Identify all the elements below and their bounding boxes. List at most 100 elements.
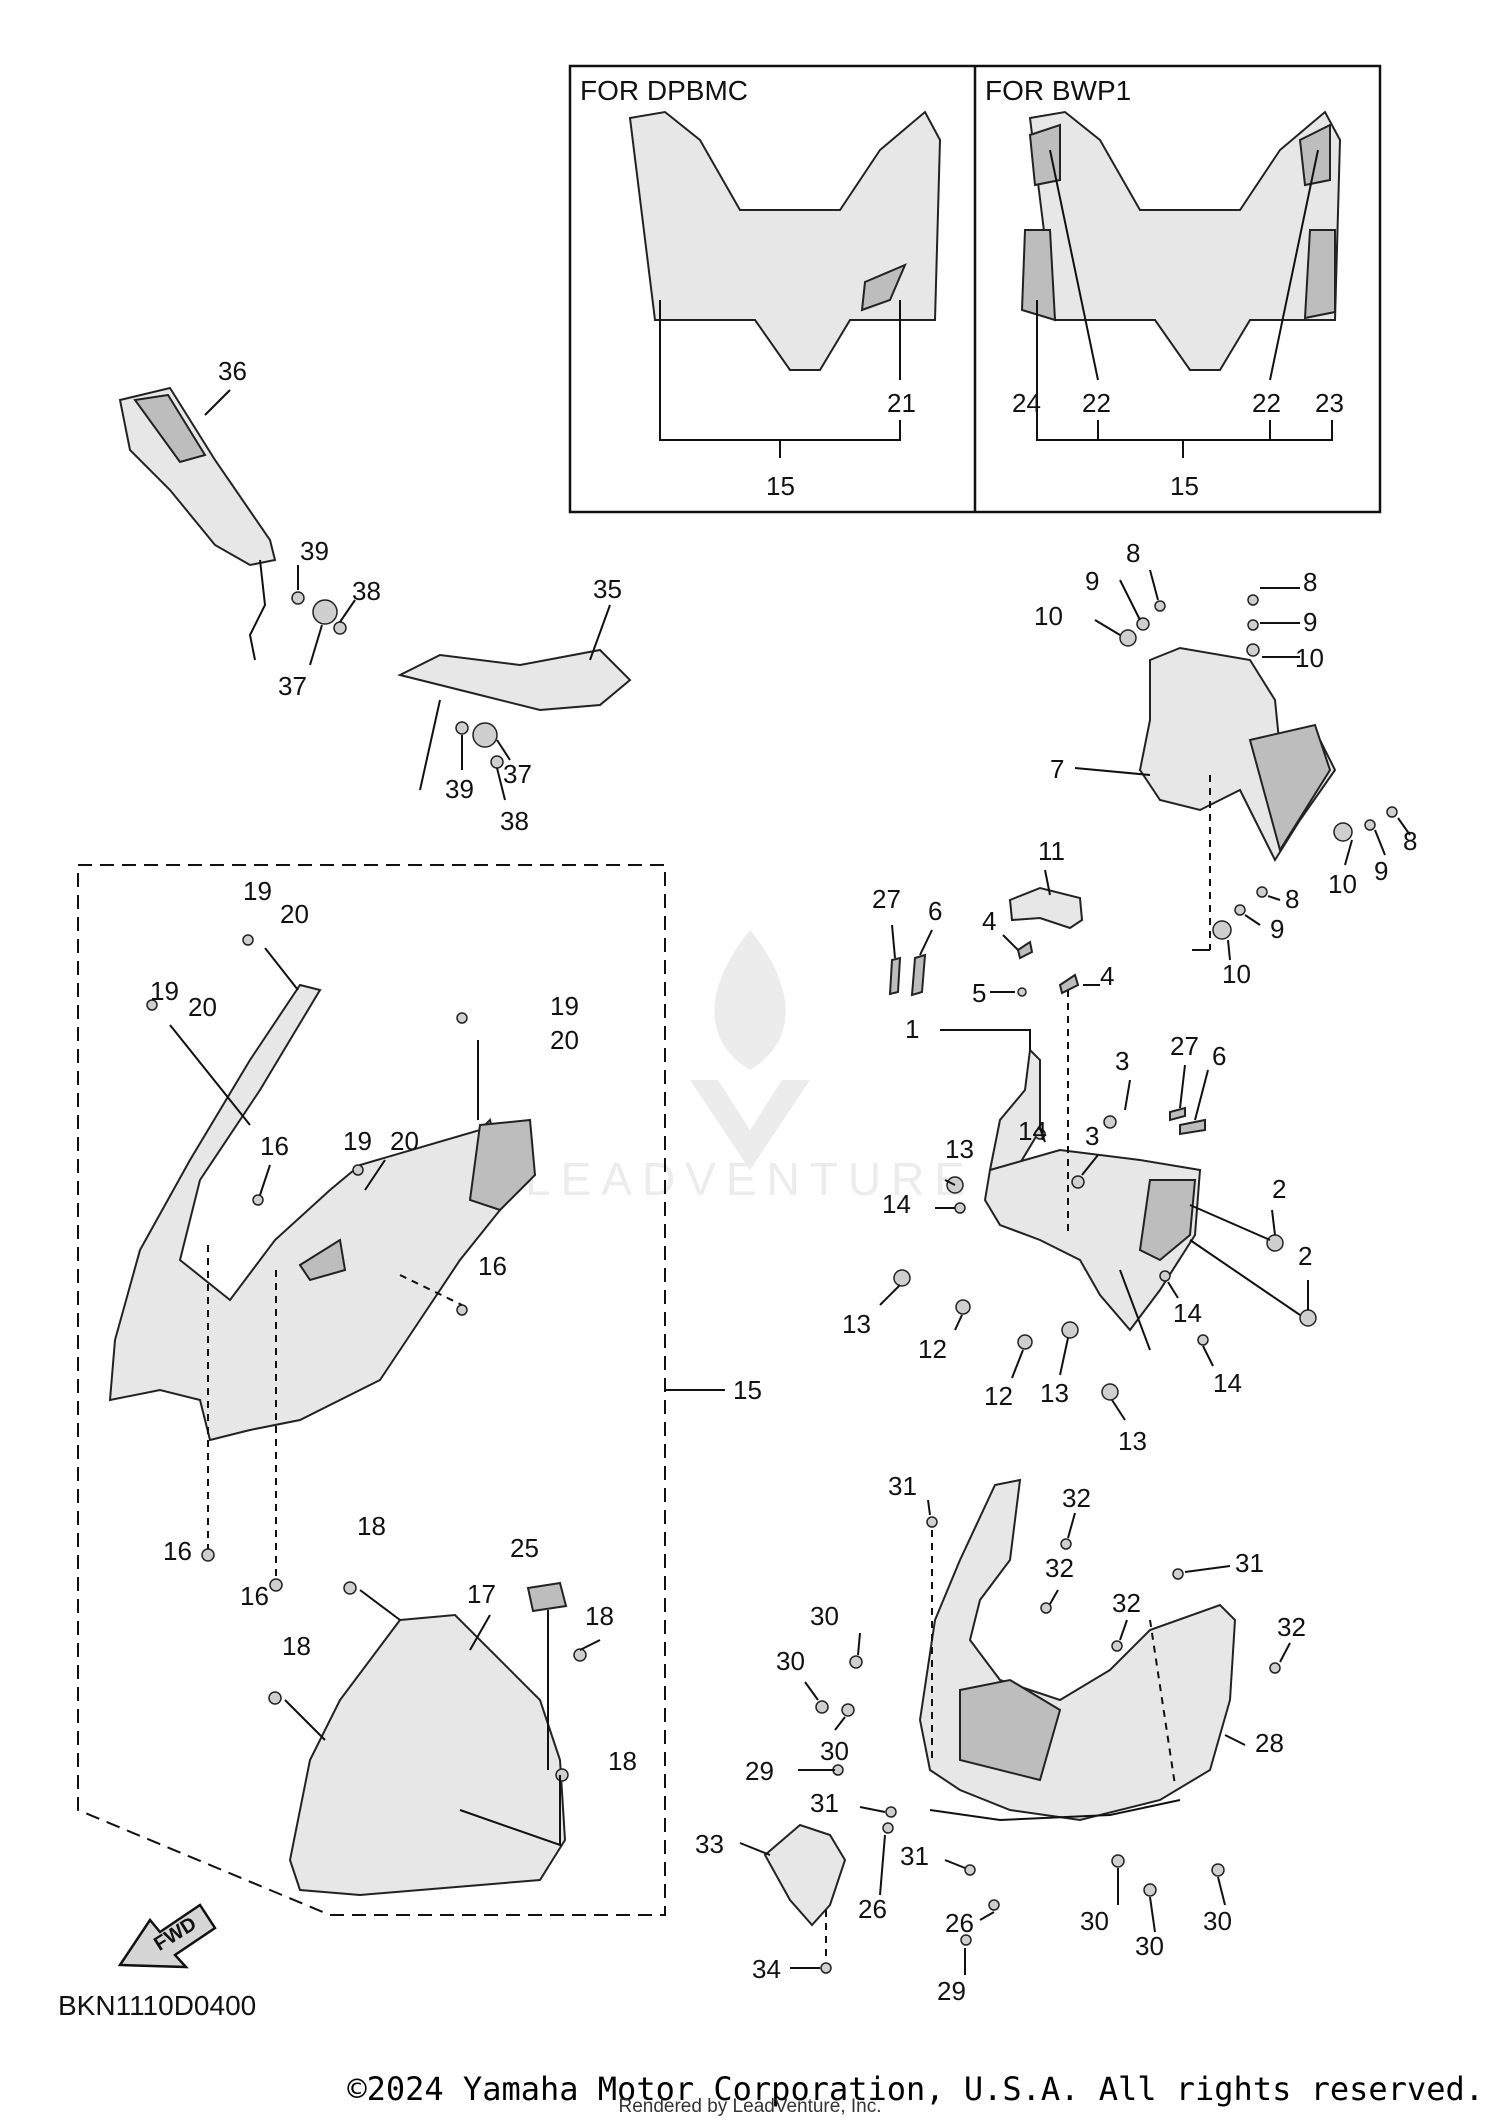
- diagram-code: BKN1110D0400: [58, 1990, 256, 2021]
- watermark-v-icon: [690, 1080, 810, 1170]
- grommet-13-c: [1061, 1321, 1079, 1339]
- stay-37-a: [312, 599, 338, 625]
- grommet-13-d: [1101, 1383, 1119, 1401]
- fastener-line-32-d: [1149, 1619, 1176, 1786]
- leader-31-b: [1184, 1565, 1231, 1573]
- leader-9-c: [1374, 829, 1386, 856]
- washer-9-a: [1136, 617, 1150, 631]
- leader-10-a: [1094, 619, 1121, 636]
- callout-31-c: 31: [810, 1788, 839, 1818]
- callout-27-b: 27: [1170, 1031, 1199, 1061]
- bolt-8-c: [1386, 806, 1398, 818]
- callout-22-b: 22: [1252, 388, 1281, 418]
- leader-6-a: [919, 929, 933, 956]
- leader-30-a: [857, 1632, 861, 1656]
- leader-36: [204, 389, 231, 416]
- nut-30-e: [1143, 1883, 1157, 1897]
- callout-27-a: 27: [872, 884, 901, 914]
- callout-10-c: 10: [1328, 869, 1357, 899]
- callout-6-b: 6: [1212, 1041, 1226, 1071]
- callout-6-a: 6: [928, 896, 942, 926]
- nut-30-c: [841, 1703, 855, 1717]
- leader-7: [1074, 767, 1151, 776]
- leader-3-a: [1124, 1079, 1131, 1111]
- callout-34: 34: [752, 1954, 781, 1984]
- callout-8-b: 8: [1303, 567, 1317, 597]
- callout-14-b: 14: [882, 1189, 911, 1219]
- callout-5: 5: [972, 978, 986, 1008]
- leader-18-a: [359, 1589, 401, 1621]
- damper-6-b: [1179, 1118, 1206, 1136]
- leader-31-a: [927, 1499, 931, 1516]
- callout-38-b: 38: [500, 806, 529, 836]
- bolt-2-a: [1266, 1234, 1284, 1252]
- screw-32-a: [1060, 1538, 1072, 1550]
- bolt-2-a-shaft: [1189, 1204, 1271, 1241]
- bolt-2-b: [1299, 1309, 1317, 1327]
- callout-3-b: 3: [1085, 1121, 1099, 1151]
- callout-30-c: 30: [820, 1736, 849, 1766]
- callout-18-b: 18: [585, 1601, 614, 1631]
- inset-panels: FOR DPBMC FOR BWP1 21 15 24 22 22 23 15: [568, 64, 1382, 514]
- callout-9-a: 9: [1085, 566, 1099, 596]
- stay-frame-bracket: [1138, 1179, 1197, 1262]
- screw-31-b: [1172, 1568, 1184, 1580]
- leader-27-b: [1179, 1064, 1186, 1109]
- callout-29-a: 29: [745, 1756, 774, 1786]
- callout-32-a: 32: [1062, 1483, 1091, 1513]
- callout-13-d: 13: [1118, 1426, 1147, 1456]
- callout-15-a: 15: [766, 471, 795, 501]
- cowling-assembly: 15 19 20 19 20 19 20 19 20 16 16 16 16: [77, 864, 762, 1916]
- callout-19-d: 19: [550, 991, 579, 1021]
- callout-19-a: 19: [243, 876, 272, 906]
- watermark: LEADVENTURE: [525, 930, 965, 1205]
- leader-18-b: [579, 1639, 601, 1651]
- leader-22-left: [1049, 149, 1099, 381]
- watermark-flame-icon: [714, 930, 786, 1070]
- callout-3-a: 3: [1115, 1046, 1129, 1076]
- bracket-11: [1008, 886, 1084, 930]
- screw-19-a: [242, 934, 254, 946]
- callout-18-a: 18: [357, 1511, 386, 1541]
- callout-8-c: 8: [1403, 826, 1417, 856]
- leader-28: [1224, 1734, 1246, 1746]
- callout-18-d: 18: [608, 1746, 637, 1776]
- callout-14-d: 14: [1213, 1368, 1242, 1398]
- leader-22-right: [1269, 149, 1319, 381]
- screw-19-c: [352, 1164, 364, 1176]
- leader-32-b: [1049, 1589, 1059, 1605]
- headlight-assembly: 7 10 9 8 8 9 10 10 9 8: [1034, 538, 1417, 989]
- callout-2-a: 2: [1272, 1174, 1286, 1204]
- leader-33: [739, 1842, 771, 1856]
- screw-14-d: [1197, 1334, 1209, 1346]
- callout-20-c: 20: [390, 1126, 419, 1156]
- forward-arrow-icon: FWD: [117, 1903, 217, 1969]
- screw-16-b: [456, 1304, 468, 1316]
- callout-20-d: 20: [550, 1025, 579, 1055]
- callout-32-d: 32: [1277, 1612, 1306, 1642]
- screw-39-a: [291, 591, 305, 605]
- screw-39-b: [455, 721, 469, 735]
- callout-9-c: 9: [1374, 856, 1388, 886]
- windshield-17: [288, 1613, 567, 1897]
- assembly-boundary: [77, 864, 666, 1916]
- collar-12-a: [955, 1299, 971, 1315]
- nut-30-a: [849, 1655, 863, 1669]
- callout-8-a: 8: [1126, 538, 1140, 568]
- leader-9-a: [1119, 579, 1141, 621]
- screw-31-c: [885, 1806, 897, 1818]
- callout-22-a: 22: [1082, 388, 1111, 418]
- nut-38-a: [333, 621, 347, 635]
- mirror-assembly: 36 39 38 37 35 39 37 38: [118, 356, 632, 836]
- screw-14-b: [954, 1202, 966, 1214]
- upper-cowling-body: [108, 983, 532, 1442]
- callout-14-a: 14: [1018, 1116, 1047, 1146]
- damper-4-b: [1058, 973, 1080, 995]
- leader-31-d: [944, 1859, 966, 1869]
- leader-37-a: [309, 624, 323, 666]
- callout-20-a: 20: [280, 899, 309, 929]
- mirror-35: [397, 648, 632, 712]
- leader-13-d: [1111, 1399, 1126, 1421]
- screw-31-d: [964, 1864, 976, 1876]
